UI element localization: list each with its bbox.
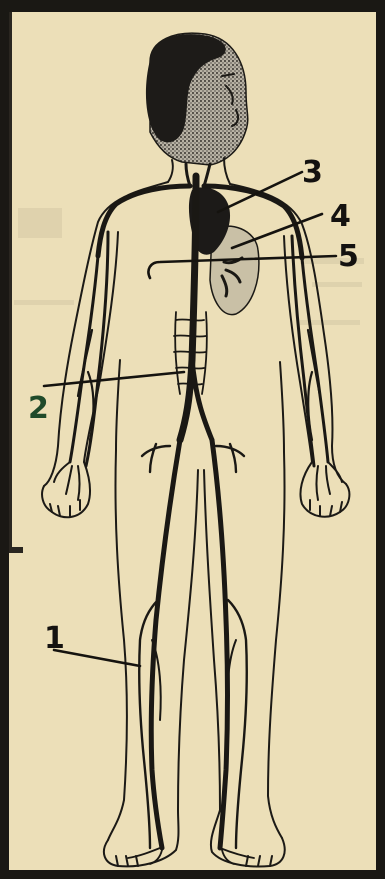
head [146, 33, 248, 165]
callout-3: 3 [302, 155, 323, 190]
callout-2: 2 [28, 391, 49, 426]
callout-5: 5 [338, 239, 359, 274]
callout-4: 4 [330, 199, 351, 234]
callout-1: 1 [44, 621, 65, 656]
